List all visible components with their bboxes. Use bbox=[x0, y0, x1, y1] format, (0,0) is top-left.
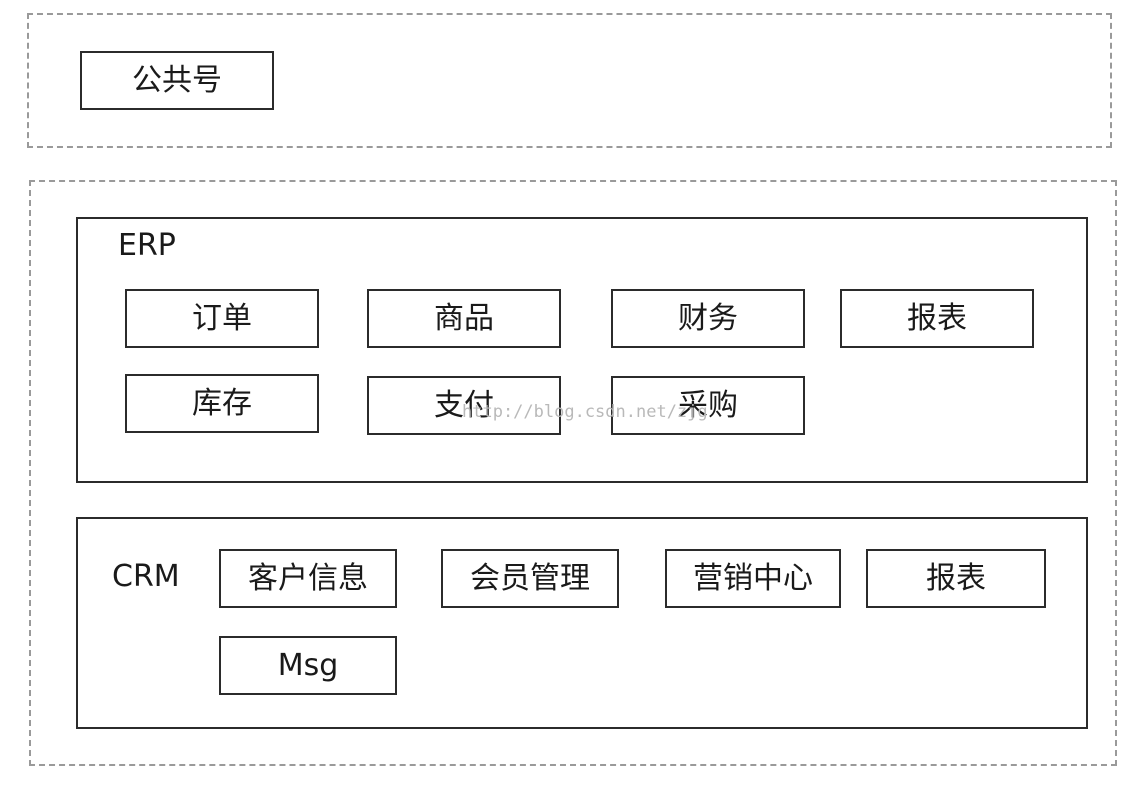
crm-module-member-management: 会员管理 bbox=[441, 549, 619, 608]
erp-title: ERP bbox=[118, 228, 176, 263]
erp-module-report: 报表 bbox=[840, 289, 1034, 348]
erp-module-purchase: 采购 bbox=[611, 376, 805, 435]
erp-module-inventory: 库存 bbox=[125, 374, 319, 433]
erp-module-order: 订单 bbox=[125, 289, 319, 348]
watermark-text: http://blog.csdn.net/zjg bbox=[462, 402, 708, 422]
crm-module-report: 报表 bbox=[866, 549, 1046, 608]
crm-module-marketing-center: 营销中心 bbox=[665, 549, 841, 608]
erp-module-product: 商品 bbox=[367, 289, 561, 348]
erp-module-payment: 支付 bbox=[367, 376, 561, 435]
crm-module-msg: Msg bbox=[219, 636, 397, 695]
systems-group bbox=[29, 180, 1117, 766]
crm-title: CRM bbox=[112, 559, 180, 594]
public-account-box: 公共号 bbox=[80, 51, 274, 110]
public-group bbox=[27, 13, 1112, 148]
crm-module-customer-info: 客户信息 bbox=[219, 549, 397, 608]
erp-module-finance: 财务 bbox=[611, 289, 805, 348]
erp-container bbox=[76, 217, 1088, 483]
